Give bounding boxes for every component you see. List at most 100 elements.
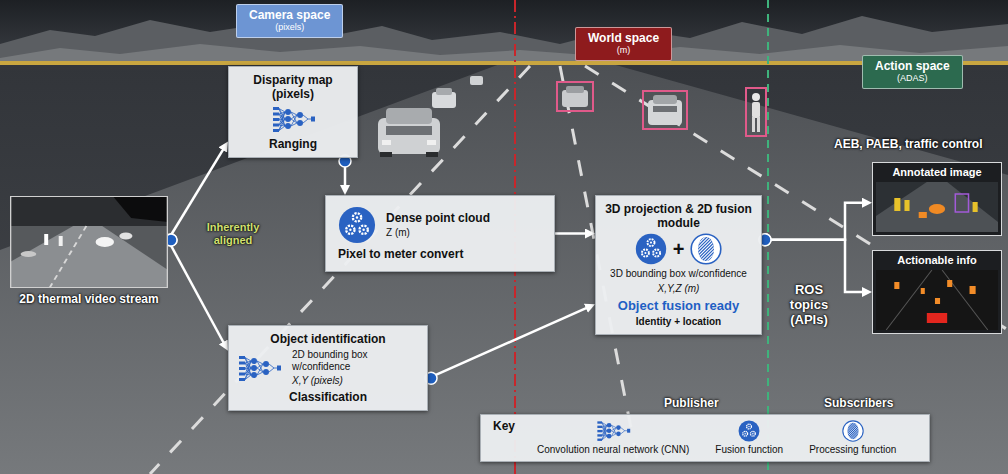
node-text: Actionable info (897, 254, 976, 267)
hatch-line (690, 233, 693, 265)
cnn-link (279, 109, 285, 127)
image-glow (21, 251, 37, 257)
node-text: 2D thermal video stream (19, 292, 158, 306)
cnn-link (291, 123, 297, 126)
image-car (96, 237, 114, 247)
car (386, 108, 432, 124)
image-object (919, 212, 927, 218)
image-road (10, 226, 168, 288)
hatch-line (690, 233, 703, 265)
cnn-input (598, 434, 603, 436)
pedestrian (752, 93, 760, 101)
car (432, 88, 456, 108)
gear-hub (362, 229, 364, 231)
cnn-link (279, 112, 285, 131)
cnn-neuron (297, 120, 303, 126)
node-text: Object fusion ready (618, 298, 739, 313)
car (653, 106, 677, 112)
row-group: + (635, 233, 723, 265)
hatch-line (690, 233, 706, 265)
car (382, 140, 391, 145)
hatch-line (842, 420, 853, 442)
video-input: 2D thermal video stream (10, 196, 168, 306)
detection-box (557, 82, 766, 136)
gear-hub (356, 216, 358, 218)
cnn-link (279, 126, 285, 131)
mountains-near (0, 44, 1008, 66)
cnn-link (245, 375, 251, 380)
cnn-input (273, 113, 279, 116)
gear-hub (745, 434, 746, 435)
row-group: 2D bounding box w/confidenceX,Y (pixels) (236, 349, 420, 387)
cnn-neuron (263, 361, 269, 367)
road (0, 64, 1008, 474)
legend-item: Processing function (809, 420, 896, 456)
image-car (119, 233, 132, 240)
image-lane (942, 270, 988, 330)
image-lane (886, 270, 932, 330)
car (648, 95, 682, 125)
ground (0, 64, 1008, 474)
icon-disc (635, 234, 665, 264)
cnn-icon (595, 419, 631, 442)
cnn-link (269, 368, 274, 372)
cnn-input (273, 124, 279, 127)
cnn-neuron (297, 112, 303, 118)
cnn-input (239, 378, 245, 381)
flow-arrow (555, 232, 589, 235)
hatch-line (706, 233, 722, 265)
legend-item: Convolution neural network (CNN) (537, 419, 689, 456)
node-text: X,Y,Z (m) (658, 283, 700, 295)
cnn-link (612, 434, 617, 436)
image-object (904, 200, 909, 211)
image-person (44, 234, 48, 245)
hatch-line (842, 420, 844, 442)
node-text: (m) (617, 45, 631, 56)
cnn-input (598, 439, 603, 441)
hatch-line (690, 233, 696, 265)
pedestrian (757, 117, 760, 132)
image-marker (921, 288, 925, 294)
image-ground (876, 270, 998, 330)
hatch-line (690, 233, 700, 265)
cnn-output (311, 117, 315, 122)
image-person (59, 236, 63, 246)
gear (747, 425, 752, 430)
detection-box (643, 91, 687, 129)
cnn-input (273, 107, 279, 110)
node-text: Object identification (270, 332, 385, 346)
hatch-line (855, 420, 864, 442)
hatching (842, 420, 864, 442)
pedestrian (752, 93, 760, 132)
cnn-icon (270, 104, 316, 134)
cnn-neuron (616, 432, 621, 437)
cnn-neuron (285, 109, 291, 115)
cnn-link (291, 112, 297, 123)
node-text: Pixel to meter convert (338, 247, 463, 261)
cnn-neuron (285, 123, 291, 129)
car (562, 86, 588, 107)
car (426, 152, 438, 157)
car (566, 86, 584, 93)
image-sky (10, 196, 168, 226)
car (380, 152, 392, 157)
hatch-line (703, 233, 722, 265)
node-text: (ADAS) (897, 73, 928, 84)
process-box: Dense point cloudZ (m)Pixel to meter con… (325, 195, 555, 272)
image-box (955, 194, 968, 212)
detection-box (746, 88, 766, 136)
cnn-link (291, 115, 297, 126)
legend-text: Convolution neural network (CNN) (537, 444, 689, 456)
car (436, 88, 452, 95)
car (653, 95, 677, 104)
cnn-link (245, 368, 251, 380)
connector-group (168, 147, 866, 379)
legend-item: Fusion function (715, 420, 783, 456)
cnn-link (303, 119, 308, 123)
hatch-line (851, 420, 864, 442)
annotation-label: AEB, PAEB, traffic control (834, 137, 982, 151)
annotation-label: Subscribers (824, 396, 893, 410)
icon-disc (843, 421, 863, 441)
node-text: X,Y (pixels) (292, 375, 343, 387)
